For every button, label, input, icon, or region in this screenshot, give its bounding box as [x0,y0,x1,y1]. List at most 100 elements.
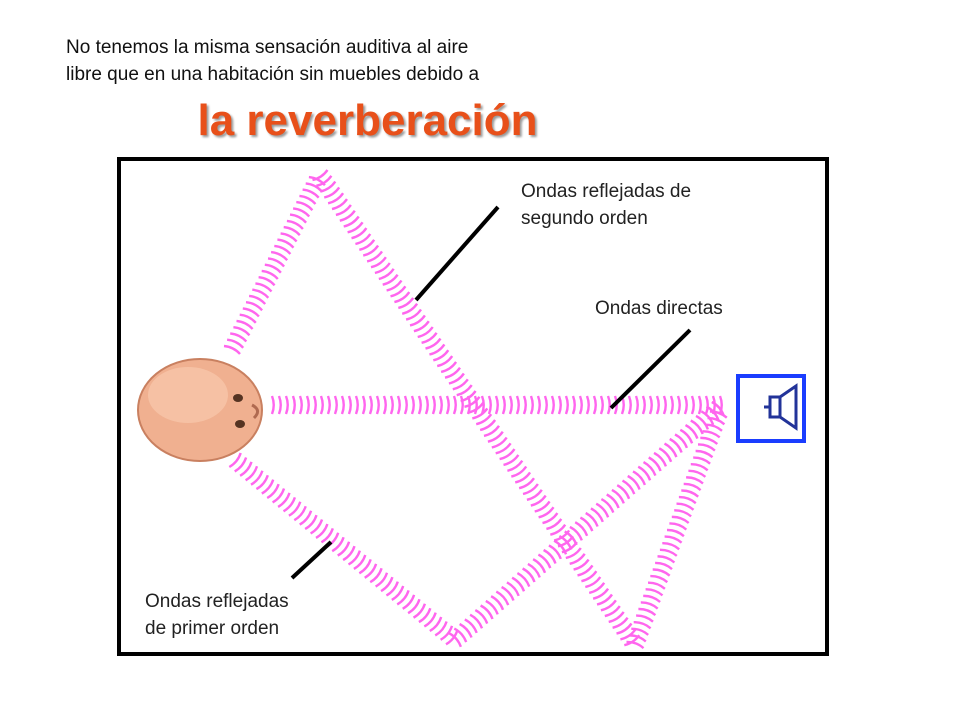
second-order-wave-front [398,297,415,310]
second-order-wave-front [676,502,695,511]
first-order-reflected-waves [228,400,725,648]
direct-wave-front [571,395,576,415]
first-order-wave-front [679,428,694,444]
second-order-wave-front [464,396,481,408]
second-order-wave-front [280,232,298,243]
direct-wave-front [305,395,310,415]
first-order-wave-front [402,594,416,610]
second-order-wave-front [487,430,504,443]
second-order-wave-front [230,332,248,343]
second-order-wave-front [270,250,289,262]
direct-wave-front [543,395,548,415]
second-order-wave-front [688,469,707,478]
first-order-wave-front [464,618,478,634]
second-order-wave-front [600,599,617,612]
direct-wave-front [683,395,688,415]
second-order-wave-front [286,219,304,230]
second-order-wave-front [362,244,380,257]
first-order-wave-front [480,604,494,620]
second-order-wave-front [507,459,524,472]
second-order-wave-front [283,225,301,237]
second-order-wave-front [518,477,535,490]
second-order-wave-front [666,528,685,538]
second-order-wave-front [499,448,516,461]
second-order-wave-front [327,192,345,205]
label-direct-line: Ondas directas [595,298,723,319]
second-order-wave-front [323,186,341,199]
direct-wave-front [522,395,527,415]
second-order-wave-front [460,390,477,403]
direct-wave-front [403,395,408,415]
direct-wave-front [585,395,590,415]
first-order-wave-front [684,424,699,440]
speaker-icon [736,374,806,443]
first-order-wave-front [690,419,704,435]
direct-wave-front [382,395,387,415]
direct-wave-front [648,395,653,415]
pointer-direct [609,328,692,410]
second-order-wave-front [386,279,403,292]
second-order-wave-front [370,256,387,269]
second-order-wave-front [538,506,555,519]
direct-wave-front [487,395,492,415]
direct-wave-front [410,395,415,415]
second-order-wave-front [472,407,489,420]
first-order-wave-front [611,488,625,504]
first-order-wave-front [244,465,259,482]
second-order-wave-front [312,169,329,182]
first-order-wave-front [705,405,720,421]
first-order-wave-front [469,613,484,629]
direct-wave-front [515,395,520,415]
second-order-wave-front [305,182,323,193]
first-order-wave-front [337,541,351,557]
direct-wave-front [501,395,506,415]
second-order-wave-front [296,200,314,212]
first-order-wave-front [474,609,489,625]
direct-wave-front [697,395,702,415]
first-order-wave-front [239,461,253,477]
second-order-wave-front [233,326,251,337]
first-order-wave-front [250,470,264,486]
direct-wave-front [641,395,646,415]
second-order-wave-front [542,512,559,525]
second-order-wave-front [248,294,267,305]
first-order-wave-front [358,558,372,575]
first-order-wave-front [564,530,578,546]
second-order-wave-front [681,489,699,498]
second-order-wave-front [226,338,245,349]
direct-wave-front [704,395,709,415]
direct-wave-front [277,395,282,415]
label-direct-waves: Ondas directas [595,295,723,322]
direct-wave-front [368,395,373,415]
second-order-wave-front [700,436,719,445]
pointer-second-order [414,205,500,302]
first-order-wave-front [600,498,615,514]
second-order-wave-front [255,282,273,293]
first-order-wave-front [485,599,499,615]
first-order-wave-front [621,479,636,495]
direct-wave-front [445,395,450,415]
second-order-wave-front [690,462,709,472]
direct-wave-front [438,395,443,415]
first-order-wave-front [606,493,620,509]
pointer-first-order [290,540,333,580]
first-order-wave-front [385,581,399,597]
direct-wave-front [340,395,345,415]
first-order-wave-front [288,501,302,517]
first-order-wave-front [632,470,647,486]
second-order-wave-front [378,268,395,281]
second-order-wave-front [569,553,586,565]
second-order-wave-front [425,337,442,350]
second-order-wave-front [522,483,539,496]
second-order-wave-front [444,366,461,379]
second-order-wave-front [608,611,625,624]
second-order-wave-front [242,307,260,318]
second-order-wave-front [631,627,649,636]
first-order-wave-front [342,545,356,562]
first-order-wave-front [459,622,473,638]
second-order-wave-front [289,213,307,224]
listener-head-icon [137,358,263,462]
second-order-wave-front [421,332,438,344]
second-order-wave-front [267,257,285,268]
second-order-wave-front [592,587,610,600]
